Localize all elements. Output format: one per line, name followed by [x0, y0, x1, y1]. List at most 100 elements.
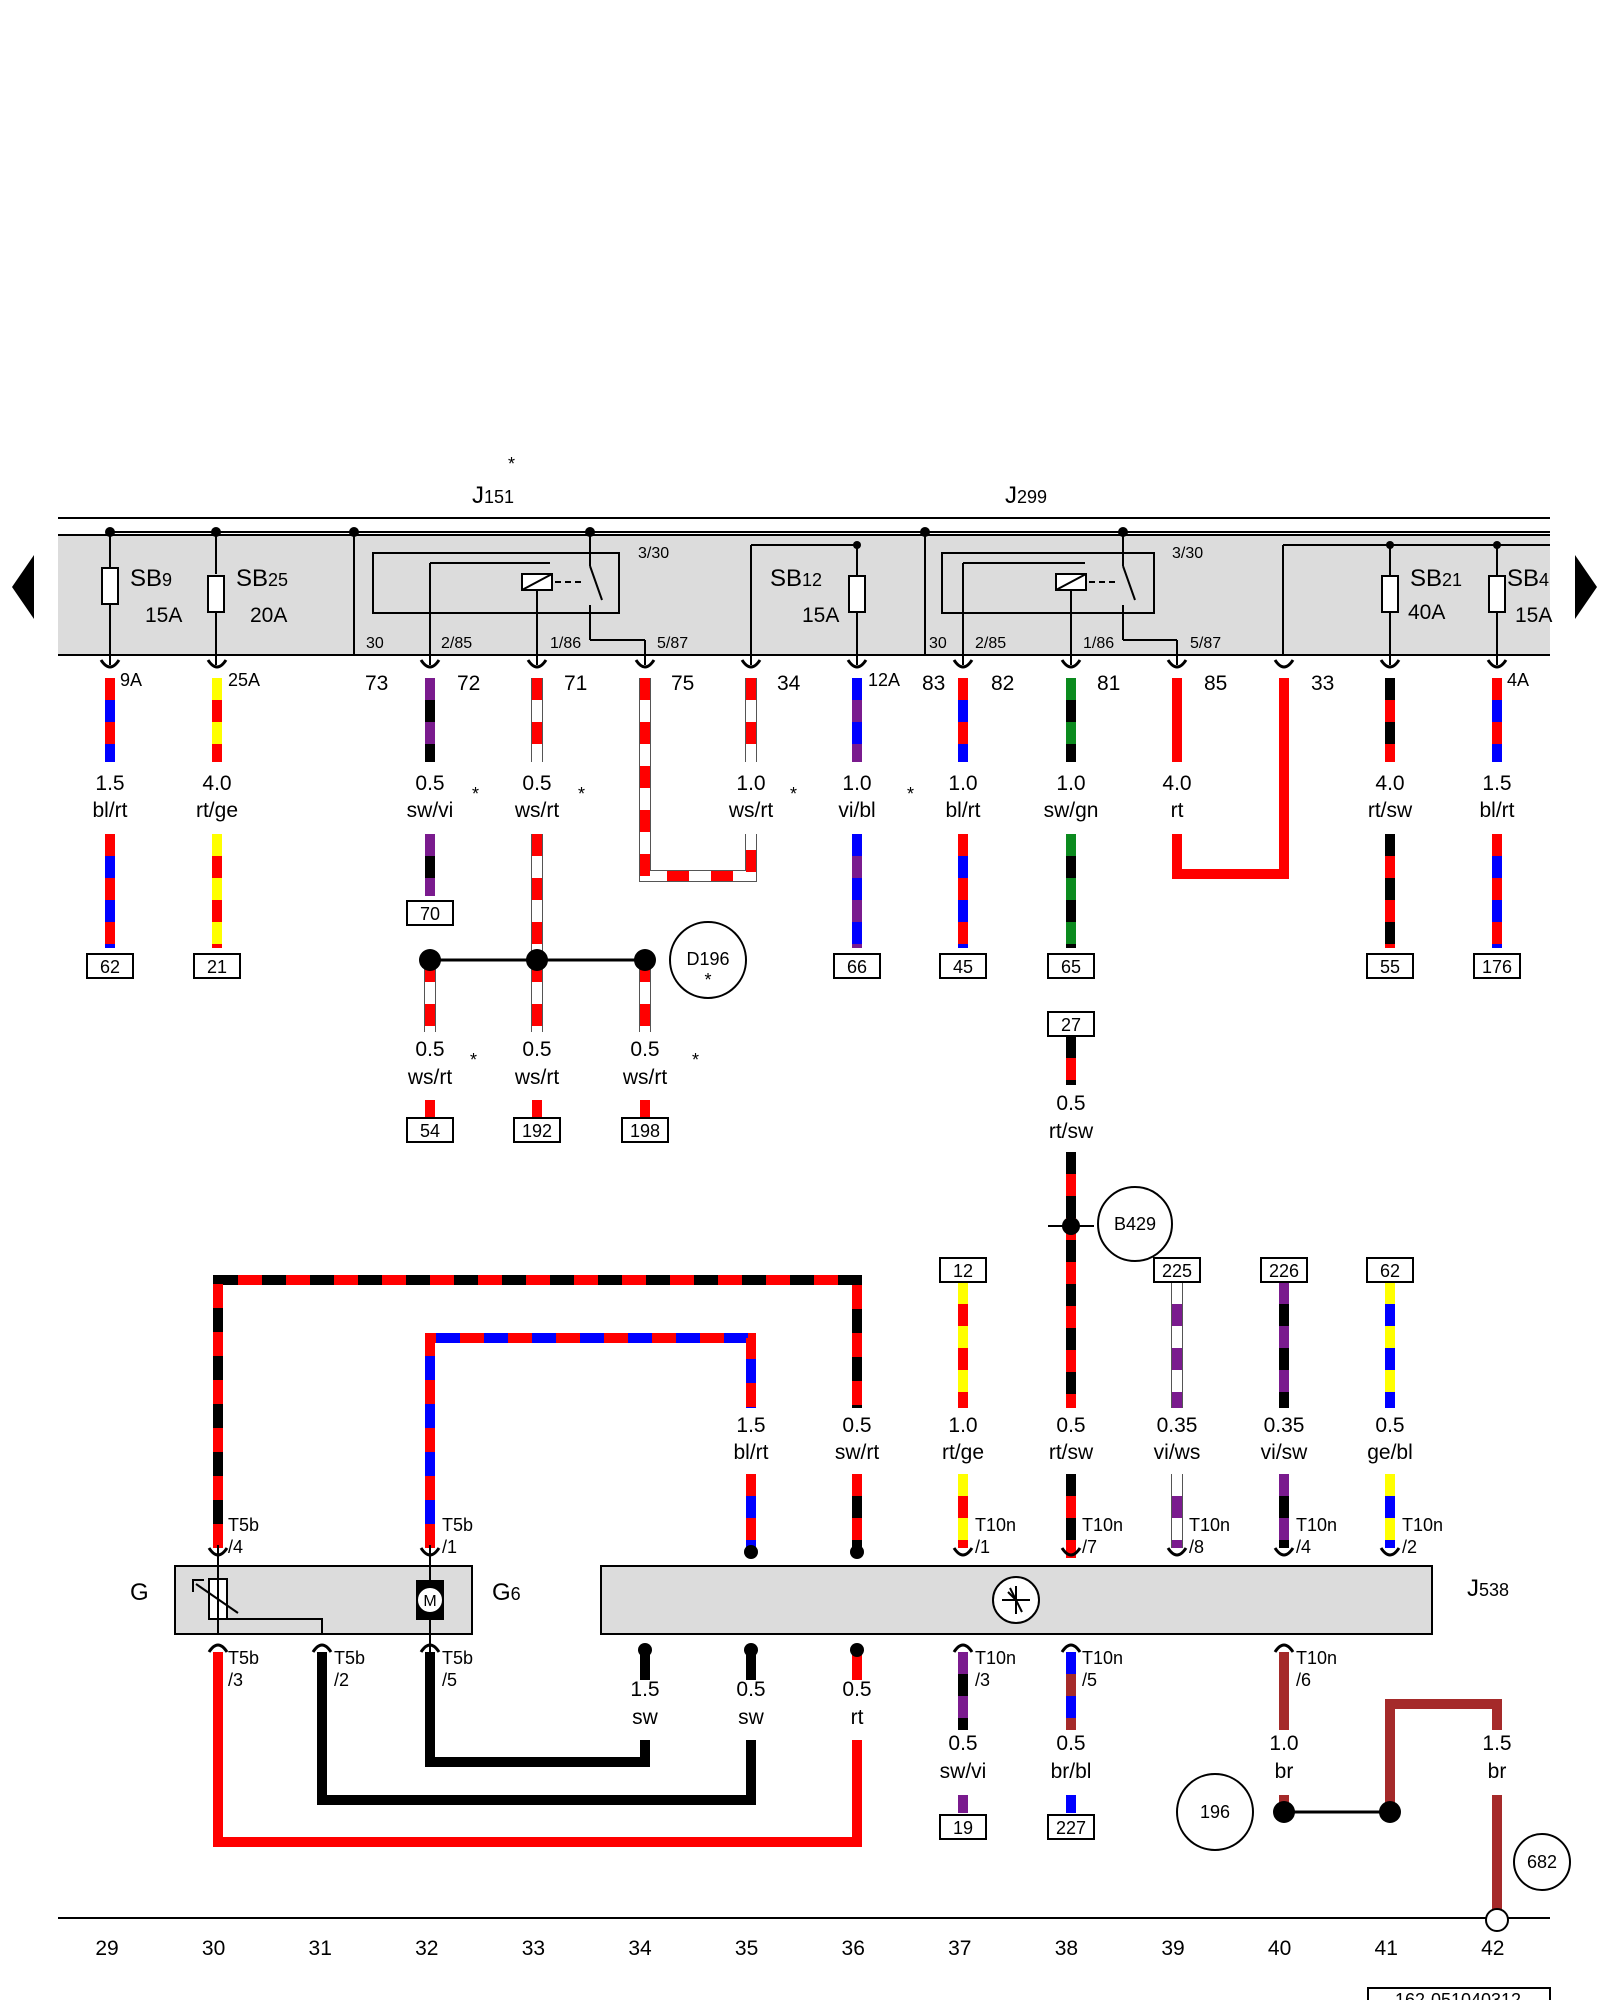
- reference-number: 70: [420, 904, 440, 924]
- connector-arc: [1166, 1547, 1188, 1557]
- pin-73: 73: [365, 672, 388, 695]
- wire-label-gauge: 0.5: [842, 1678, 871, 1701]
- t10n-4-label: T10n: [1296, 1515, 1337, 1535]
- j151-pin-2-85: 2/85: [441, 635, 472, 652]
- reference-box: [939, 953, 987, 979]
- column-number: 29: [95, 1937, 118, 1960]
- wire-label-color: rt/sw: [1049, 1120, 1094, 1143]
- reference-box: [513, 1117, 561, 1143]
- column-number: 31: [309, 1937, 332, 1960]
- relay-j299: [941, 532, 1178, 665]
- wire-label-color: br: [1275, 1760, 1294, 1783]
- wire-label-gauge: 0.5: [842, 1414, 871, 1437]
- wire-rt: [1172, 678, 1289, 879]
- fuse-sb25-amp: 20A: [250, 604, 287, 627]
- column-number: 35: [735, 1937, 758, 1960]
- reference-box: [939, 1814, 987, 1840]
- splice-d196: D196 *: [419, 921, 747, 999]
- relay-j299-label: J299: [1005, 482, 1047, 509]
- wire-label-gauge: 0.5: [1056, 1732, 1085, 1755]
- reference-number: 19: [953, 1818, 973, 1838]
- j299-pin-1-86: 1/86: [1083, 635, 1114, 652]
- reference-box: [1473, 953, 1521, 979]
- splice-196-label: 196: [1200, 1802, 1230, 1822]
- wire-label-color: rt/sw: [1368, 799, 1413, 822]
- pin-dot: [850, 1545, 864, 1559]
- reference-number: 27: [1061, 1015, 1081, 1035]
- wire-label-gauge: 4.0: [202, 772, 231, 795]
- connector-arc: [634, 659, 656, 669]
- wire-label-color: rt/ge: [196, 799, 238, 822]
- wire-label-color: rt/sw: [1049, 1441, 1094, 1464]
- connector-arc: [99, 659, 121, 669]
- wire-label-color: sw/gn: [1044, 799, 1099, 822]
- connector-arc: [207, 1547, 229, 1557]
- splice-d196-label: D196: [686, 949, 729, 969]
- t5b-4-label: T5b: [228, 1515, 259, 1535]
- reference-box: [833, 953, 881, 979]
- next-page-arrow[interactable]: [1575, 555, 1597, 619]
- t5b-3-pin: /3: [228, 1670, 243, 1690]
- wire-label-color: bl/rt: [733, 1441, 768, 1464]
- ground-682-label: 682: [1527, 1852, 1557, 1872]
- reference-box: [406, 1117, 454, 1143]
- t5b-1-pin: /1: [442, 1537, 457, 1557]
- pin-dot: [638, 1643, 652, 1657]
- previous-page-arrow[interactable]: [12, 555, 34, 619]
- column-number: 38: [1055, 1937, 1078, 1960]
- j299-pin-3-30: 3/30: [1172, 545, 1203, 562]
- wire-sw: [317, 1652, 756, 1805]
- wire-label-gauge: 0.5: [415, 772, 444, 795]
- wire-label-gauge: 1.0: [1056, 772, 1085, 795]
- connector-arc: [311, 1643, 333, 1653]
- wire-label-asterisk: *: [790, 784, 797, 804]
- wire-label-color: ws/rt: [407, 1066, 452, 1089]
- connector-arc: [846, 659, 868, 669]
- pin-33: 33: [1311, 672, 1334, 695]
- reference-number: 65: [1061, 957, 1081, 977]
- connector-arc: [952, 659, 974, 669]
- wire-label-color: rt: [851, 1706, 864, 1729]
- wire-sw: [425, 1652, 650, 1767]
- connector-arc: [419, 1547, 441, 1557]
- wire-stripe-rt: [425, 1333, 756, 1548]
- fuse-sb12: [750, 544, 866, 665]
- column-number: 30: [202, 1937, 225, 1960]
- relay-carrier: [58, 517, 1550, 656]
- j151-asterisk: *: [508, 454, 515, 474]
- connector-arc: [1273, 1643, 1295, 1653]
- d196-branch-labels: 0.5 ws/rt * 0.5 ws/rt 0.5 ws/rt *: [407, 1038, 699, 1089]
- reference-box: [1366, 1257, 1414, 1283]
- column-number: 41: [1375, 1937, 1398, 1960]
- wire-label-gauge: 0.5: [630, 1038, 659, 1061]
- t5b-1-label: T5b: [442, 1515, 473, 1535]
- wire-label-asterisk: *: [470, 1050, 477, 1070]
- t10n-8-label: T10n: [1189, 1515, 1230, 1535]
- pin-81: 81: [1097, 672, 1120, 695]
- reference-box: [1153, 1257, 1201, 1283]
- fuse-sb4: [1488, 545, 1506, 665]
- connector-arc: [1273, 659, 1295, 669]
- t10n-2-pin: /2: [1402, 1537, 1417, 1557]
- wire-label-color: sw/rt: [835, 1441, 879, 1464]
- connector-arc: [206, 659, 228, 669]
- pin-82: 82: [991, 672, 1014, 695]
- pin-9a: 9A: [120, 670, 142, 690]
- connector-arc: [1273, 1547, 1295, 1557]
- reference-box: [193, 953, 241, 979]
- t10n-1-pin: /1: [975, 1537, 990, 1557]
- component-g6-label: G6: [492, 1579, 521, 1606]
- reference-number: 62: [100, 957, 120, 977]
- wire-label-color: vi/sw: [1261, 1441, 1309, 1464]
- t10n-6-pin: /6: [1296, 1670, 1311, 1690]
- wire-label-color: ws/rt: [514, 799, 559, 822]
- wire-label-gauge: 0.5: [1056, 1092, 1085, 1115]
- connector-arc: [1379, 659, 1401, 669]
- component-j538-label: J538: [1467, 1575, 1509, 1602]
- reference-box: [1366, 953, 1414, 979]
- wire-label-gauge: 1.0: [1269, 1732, 1298, 1755]
- pin-75: 75: [671, 672, 694, 695]
- wire-label-gauge: 1.5: [1482, 1732, 1511, 1755]
- t10n-2-label: T10n: [1402, 1515, 1443, 1535]
